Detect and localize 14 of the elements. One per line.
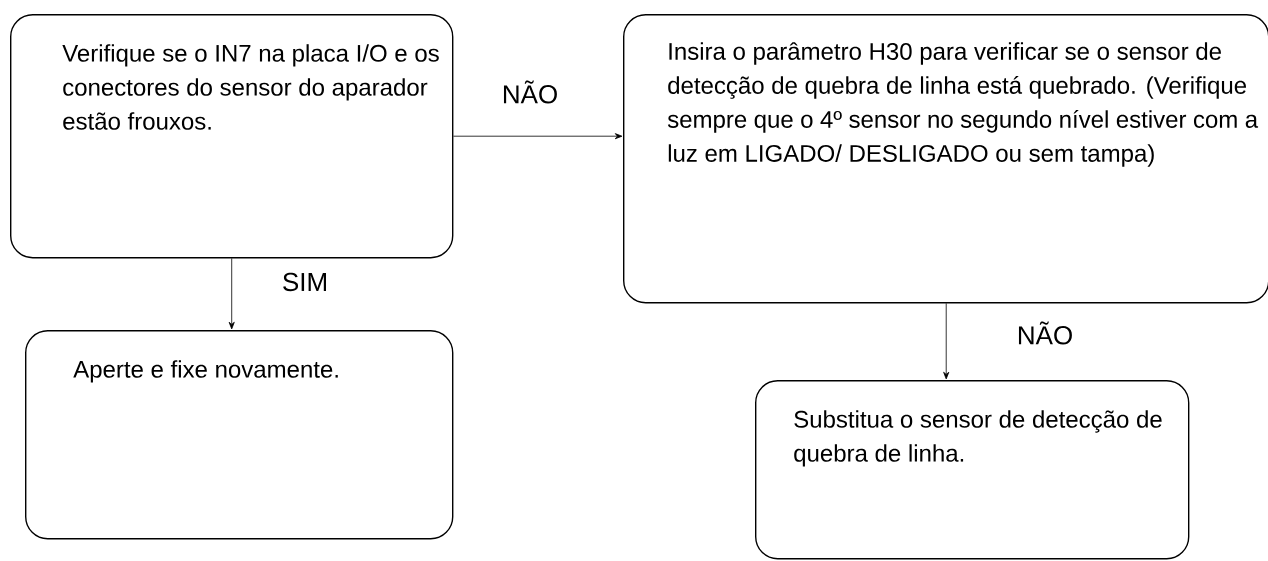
process-box bbox=[755, 380, 1190, 560]
arrow bbox=[228, 258, 235, 330]
box-text: Substitua o sensor de detecção de quebra de linha. bbox=[794, 410, 1162, 467]
edge-label: NÃO bbox=[1015, 320, 1075, 346]
arrow bbox=[453, 133, 623, 140]
edge-label: NÃO bbox=[500, 79, 560, 105]
arrow bbox=[943, 303, 950, 380]
box-text: Aperte e fixe novamente. bbox=[73, 360, 338, 383]
box-text: Insira o parâmetro H30 para verificar se o sensor de detecção de quebra de linha está quebrado. (Verifique sempre que o 4º sensor no segundo nível estiver com a luz em LIGADO/ DESLIGADO ou sem tampa) bbox=[667, 42, 1259, 167]
process-box bbox=[623, 14, 1268, 304]
process-box bbox=[25, 330, 454, 540]
edge-label: SIM bbox=[280, 271, 330, 293]
process-box bbox=[10, 14, 454, 259]
box-text: Verifique se o IN7 na placa I/O e os conectores do sensor do aparador estão frouxos. bbox=[62, 44, 439, 130]
